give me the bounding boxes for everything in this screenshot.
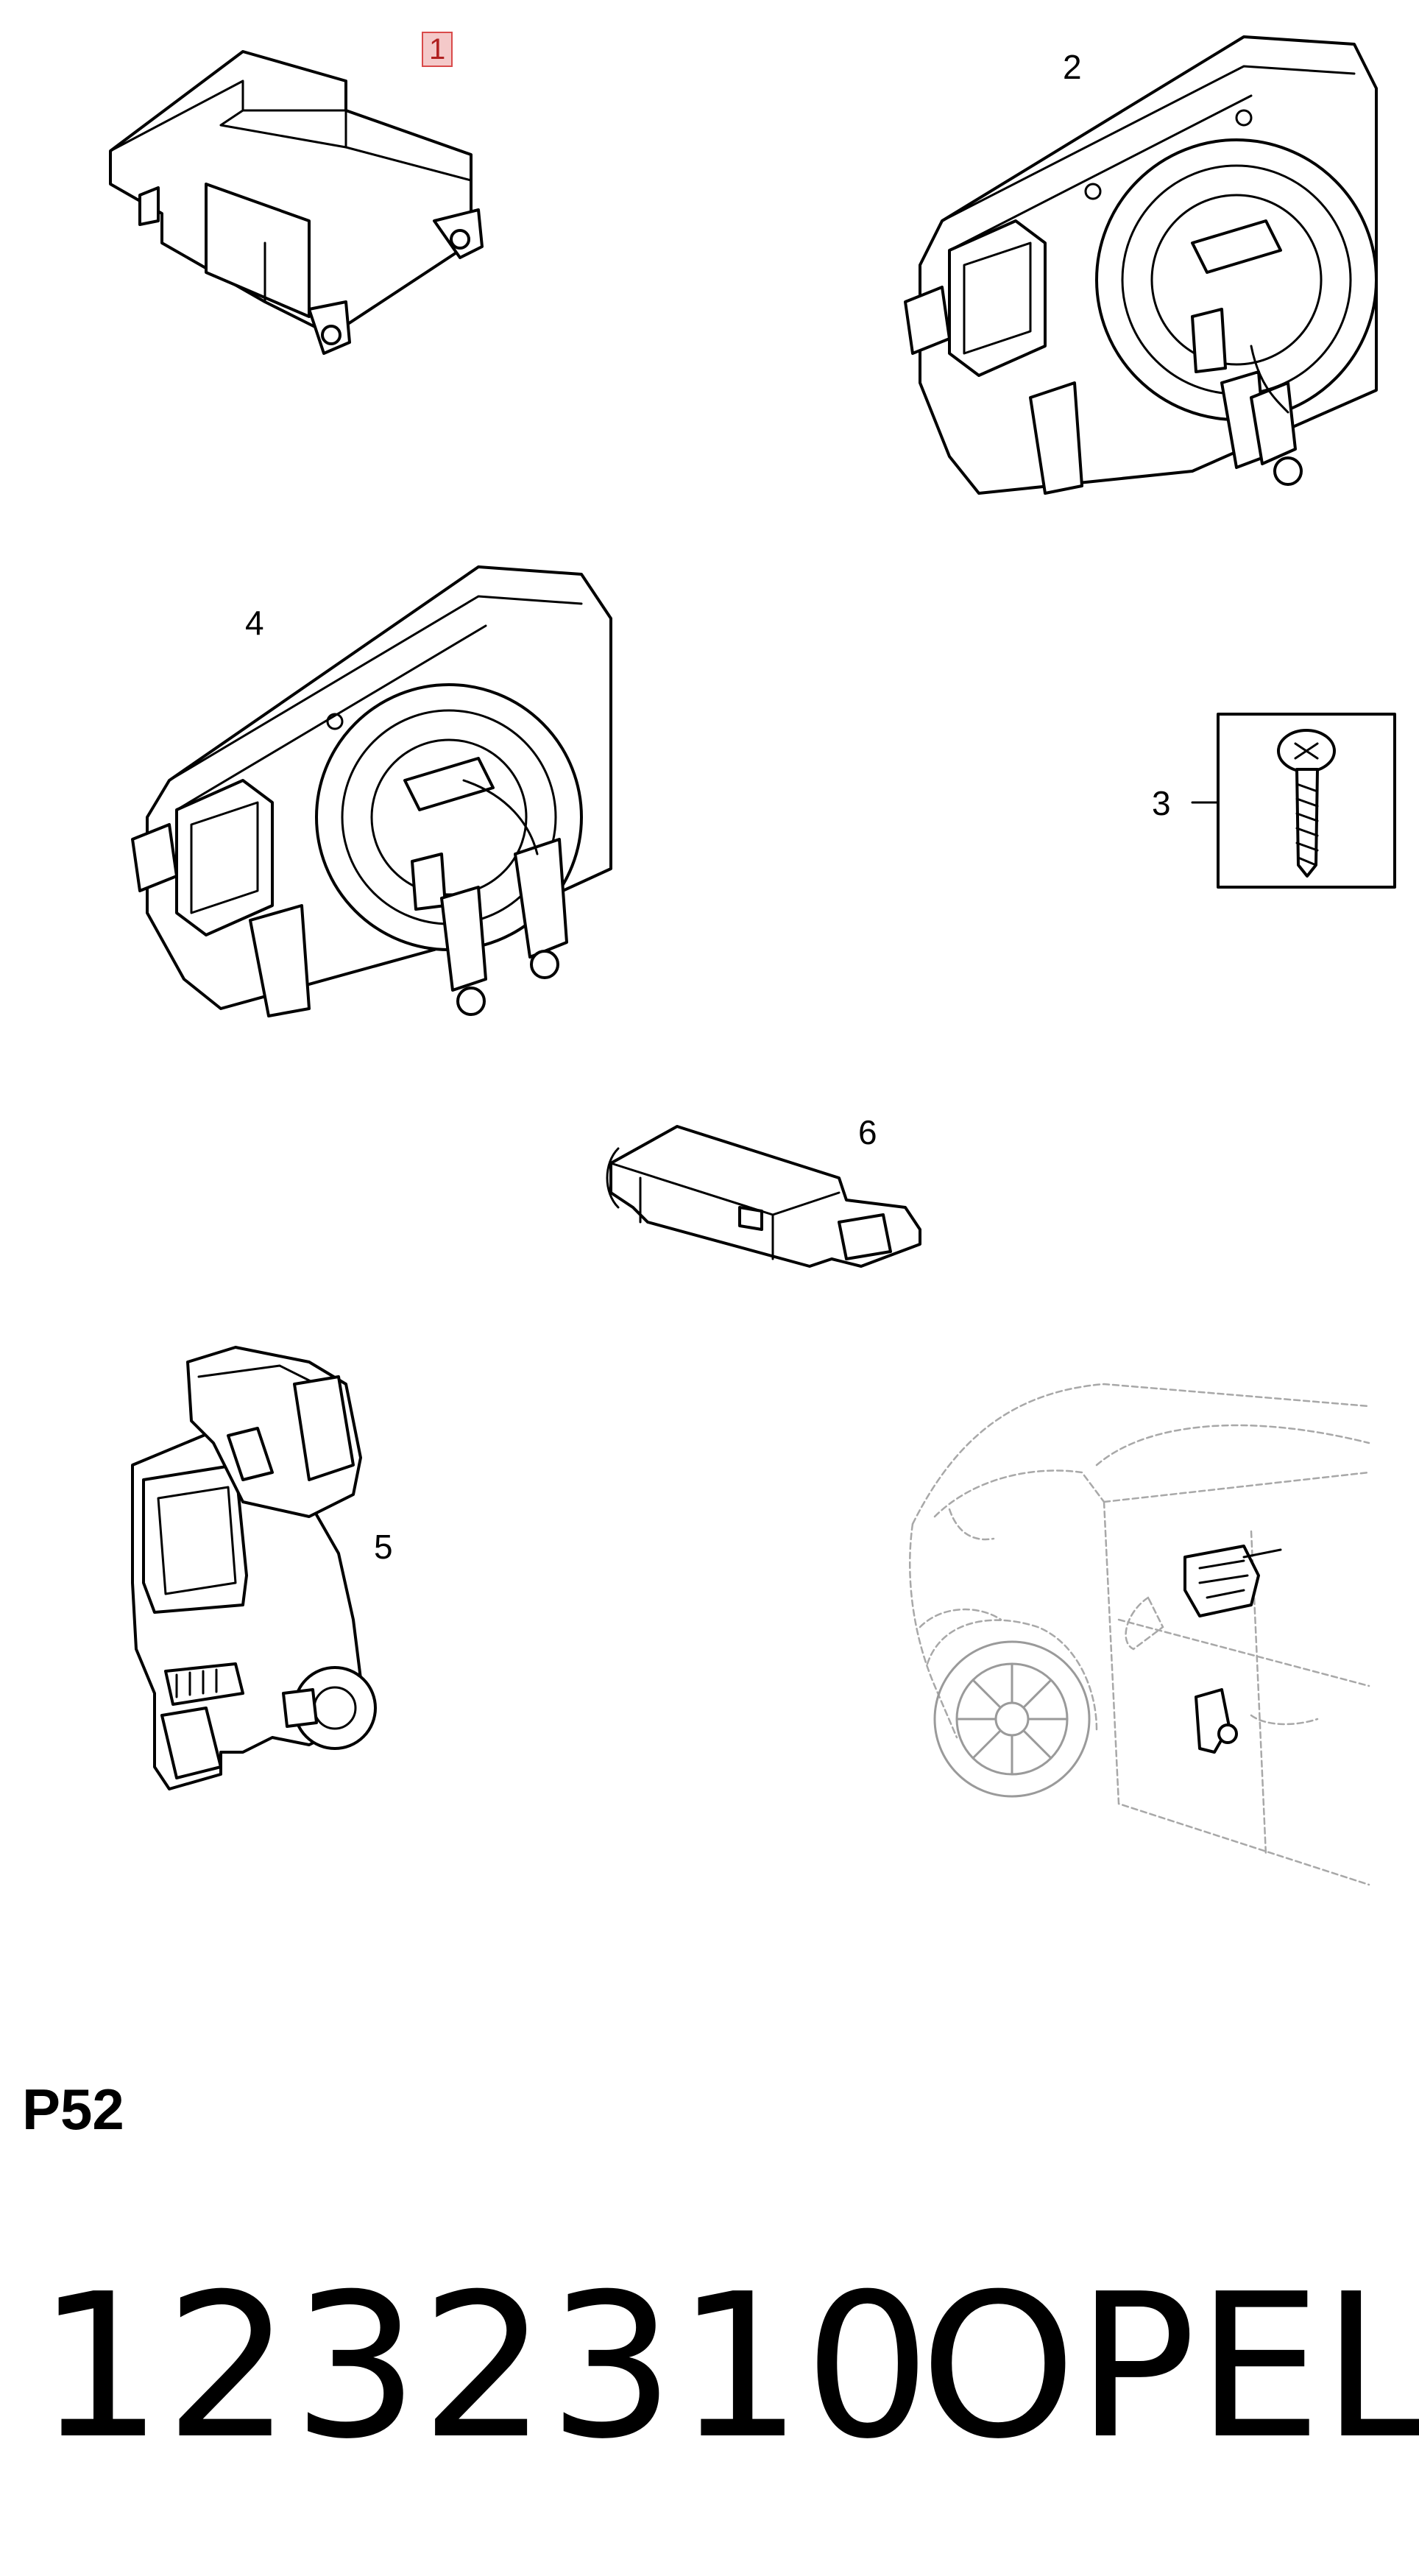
part-number: 1232310: [37, 2251, 933, 2483]
callout-4: 4: [245, 604, 264, 642]
part-1-control-module: [109, 50, 484, 355]
part-5-impact-sensor: [131, 1346, 377, 1790]
page-code: P52: [22, 2077, 124, 2142]
part-3-screw: [1191, 713, 1396, 889]
callout-6: 6: [858, 1113, 877, 1151]
callout-3: 3: [1152, 784, 1171, 822]
part-6-sensor: [606, 1125, 921, 1268]
callout-5: 5: [374, 1528, 393, 1566]
part-4-steering-module: [131, 565, 612, 1017]
vehicle-location-view: [909, 1383, 1370, 1886]
callout-1: 1: [422, 32, 453, 67]
part-2-steering-module: [904, 35, 1378, 495]
brand-name: OPEL: [920, 2251, 1419, 2483]
callout-2: 2: [1063, 48, 1082, 86]
